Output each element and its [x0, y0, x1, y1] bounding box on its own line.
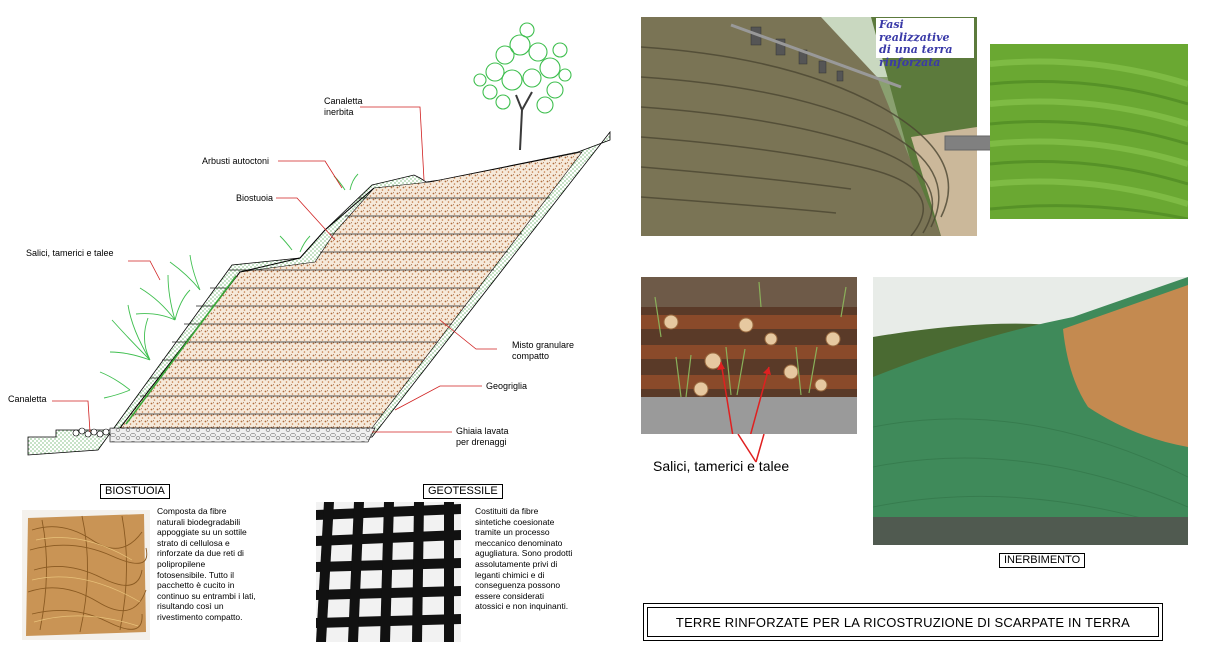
label-arbusti: Arbusti autoctoni: [202, 156, 270, 166]
tree-icon: [473, 22, 572, 151]
biostuoia-face: [125, 275, 237, 425]
label-geogriglia: Geogriglia: [486, 381, 528, 391]
inerbimento-label: INERBIMENTO: [999, 553, 1086, 568]
salici-pointer-lines: [737, 434, 765, 463]
geotessile-photo: [316, 502, 461, 642]
biostuoia-heading: BIOSTUOIA: [100, 484, 170, 499]
inerbimento-photo: [873, 277, 1188, 545]
label-canaletta-inerbita: Canaletta inerbita: [324, 96, 363, 117]
biostuoia-photo: [22, 510, 150, 640]
salici-caption: Salici, tamerici e talee: [653, 458, 790, 474]
title-frame: TERRE RINFORZATE PER LA RICOSTRUZIONE DI…: [643, 603, 1163, 641]
grass-photo: [990, 44, 1188, 219]
label-misto: Misto granulare compatto: [512, 340, 575, 361]
label-salici: Salici, tamerici e talee: [26, 248, 114, 258]
salici-photo: [641, 277, 857, 434]
gravel-drainage: [109, 427, 376, 443]
geotessile-heading: GEOTESSILE: [423, 484, 503, 499]
leader-lines: [52, 106, 497, 433]
geogrid-layers: [130, 197, 550, 415]
biostuoia-description: Composta da fibre naturali biodegradabil…: [157, 506, 256, 622]
label-biostuoia: Biostuoia: [236, 193, 274, 203]
label-ghiaia: Ghiaia lavata per drenaggi: [456, 426, 509, 447]
geotessile-description: Costituiti da fibre sintetiche coesionat…: [475, 506, 573, 612]
salici-shrubs: [99, 173, 359, 399]
fasi-caption: Fasi realizzative di una terra rinforzat…: [876, 18, 974, 68]
canaletta-ditch: [72, 427, 110, 438]
cross-section-diagram: [27, 22, 611, 456]
label-canaletta: Canaletta: [8, 394, 47, 404]
page-title: TERRE RINFORZATE PER LA RICOSTRUZIONE DI…: [647, 607, 1159, 637]
